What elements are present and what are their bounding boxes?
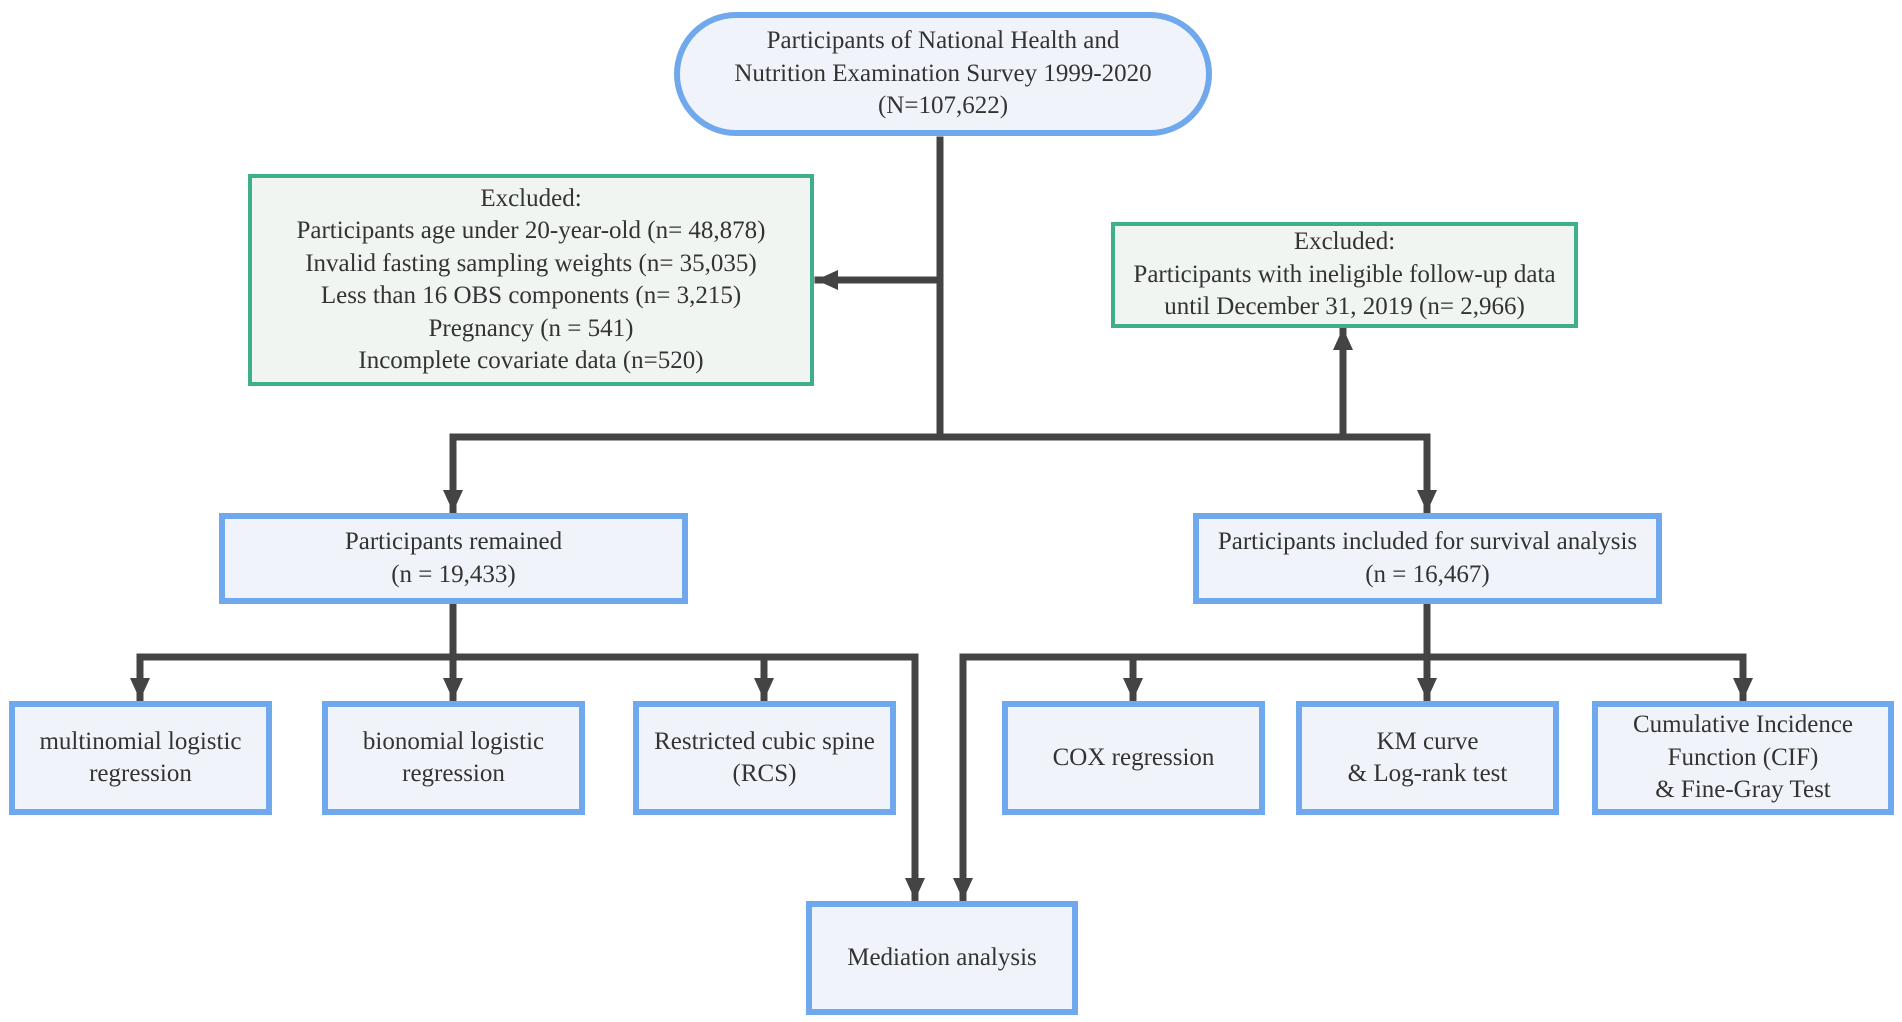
node-text: Restricted cubic spine (RCS) <box>654 726 875 791</box>
node-text-line: multinomial logistic <box>39 727 242 755</box>
node-text: Excluded: Participants with ineligible fo… <box>1133 226 1555 324</box>
node-text-line: Incomplete covariate data (n=520) <box>358 347 704 374</box>
node-text-line: until December 31, 2019 (n= 2,966) <box>1164 293 1525 321</box>
node-text-line: (RCS) <box>732 760 797 787</box>
node-text-line: Pregnancy (n = 541) <box>428 314 634 342</box>
node-text-line: (n = 19,433) <box>391 560 516 588</box>
node-text-line: Restricted cubic spine <box>654 727 875 755</box>
node-text-line: COX regression <box>1052 743 1215 771</box>
node-text: Mediation analysis <box>847 942 1037 975</box>
node-text-line: (N=107,622) <box>877 92 1009 120</box>
node-text: Participants included for survival analy… <box>1218 526 1637 591</box>
node-text-line: Invalid fasting sampling weights (n= 35,… <box>305 249 757 277</box>
survival-node: Participants included for survival analy… <box>1193 513 1662 604</box>
node-text-line: Participants with ineligible follow-up d… <box>1133 260 1556 288</box>
exclusion-main-node: Excluded: Participants age under 20-year-… <box>248 174 814 386</box>
node-text-line: Participants included for survival analy… <box>1217 528 1638 555</box>
node-text: KM curve & Log-rank test <box>1348 726 1508 791</box>
node-text-line: Excluded: <box>1293 228 1396 256</box>
node-text-line: Mediation analysis <box>847 943 1037 971</box>
node-text-line: bionomial logistic <box>362 727 545 755</box>
exclusion-followup-node: Excluded: Participants with ineligible fo… <box>1111 222 1578 328</box>
node-text-line: Participants of National Health and <box>766 27 1120 55</box>
node-text: Participants remained (n = 19,433) <box>345 526 562 591</box>
node-text-line: Less than 16 OBS components (n= 3,215) <box>320 282 742 309</box>
node-text-line: & Fine-Gray Test <box>1655 776 1831 804</box>
node-text-line: Cumulative Incidence <box>1632 711 1854 739</box>
cox-regression-node: COX regression <box>1002 701 1265 815</box>
rcs-node: Restricted cubic spine (RCS) <box>633 701 896 815</box>
node-text-line: Function (CIF) <box>1667 743 1819 771</box>
remained-node: Participants remained (n = 19,433) <box>219 513 688 604</box>
node-text-line: Nutrition Examination Survey 1999-2020 <box>734 59 1152 87</box>
binomial-regression-node: bionomial logistic regression <box>322 701 585 815</box>
node-text-line: KM curve <box>1376 727 1479 755</box>
node-text-line: (n = 16,467) <box>1365 560 1490 588</box>
node-text-line: Participants remained <box>344 528 563 555</box>
node-text-line: Participants age under 20-year-old (n= 4… <box>296 217 766 244</box>
node-text-line: Excluded: <box>480 184 582 212</box>
node-text-line: & Log-rank test <box>1347 760 1508 787</box>
node-text-line: regression <box>89 760 192 787</box>
node-text: Excluded: Participants age under 20-year-… <box>296 183 765 378</box>
km-curve-node: KM curve & Log-rank test <box>1296 701 1559 815</box>
node-text: bionomial logistic regression <box>363 726 544 791</box>
multinomial-regression-node: multinomial logistic regression <box>9 701 272 815</box>
mediation-analysis-node: Mediation analysis <box>806 901 1078 1015</box>
node-text: multinomial logistic regression <box>39 726 241 791</box>
node-text: COX regression <box>1053 742 1215 775</box>
node-text-line: regression <box>402 760 505 787</box>
